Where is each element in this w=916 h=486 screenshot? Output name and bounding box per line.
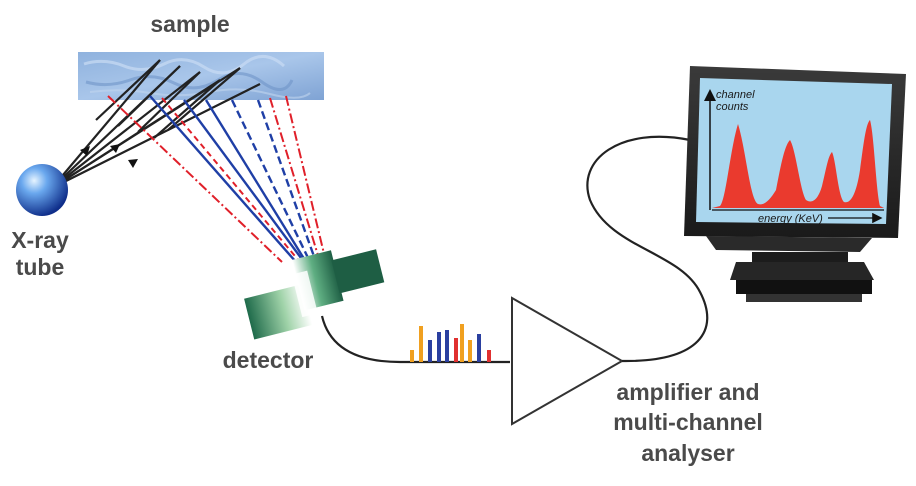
detector xyxy=(244,249,385,340)
pulse-bar xyxy=(487,350,491,362)
xray-tube-sphere xyxy=(16,164,68,216)
screen-ylabel-line1: channel xyxy=(716,89,755,101)
xray-tube-label-line2: tube xyxy=(16,254,65,280)
pulse-bar xyxy=(419,326,423,362)
amplifier-label-line2: multi-channel xyxy=(613,409,763,435)
spectrum-plot xyxy=(704,89,884,224)
amplifier-label-line1: amplifier and xyxy=(616,379,759,405)
amplifier-triangle xyxy=(511,296,625,426)
detector-cable xyxy=(320,315,510,364)
pulse-bar xyxy=(445,330,449,362)
pulse-bar xyxy=(428,340,432,362)
screen-ylabel-line2: counts xyxy=(716,101,749,113)
screen-xlabel: energy (KeV) xyxy=(758,213,823,225)
pulse-signal xyxy=(410,324,491,362)
amplifier-label-line3: analyser xyxy=(641,440,734,466)
primary-xray-beams xyxy=(51,59,261,189)
monitor-cable xyxy=(586,135,709,363)
pulse-bar xyxy=(460,324,464,362)
pulse-bar xyxy=(437,332,441,362)
sample-label: sample xyxy=(150,11,229,37)
fluorescence-rays xyxy=(107,95,327,263)
pulse-bar xyxy=(468,340,472,362)
pulse-bar xyxy=(477,334,481,362)
pulse-bar xyxy=(410,350,414,362)
xray-tube-label-line1: X-ray xyxy=(11,227,69,253)
detector-label: detector xyxy=(223,347,314,373)
spectrum-peaks xyxy=(712,120,884,208)
pulse-bar xyxy=(454,338,458,362)
